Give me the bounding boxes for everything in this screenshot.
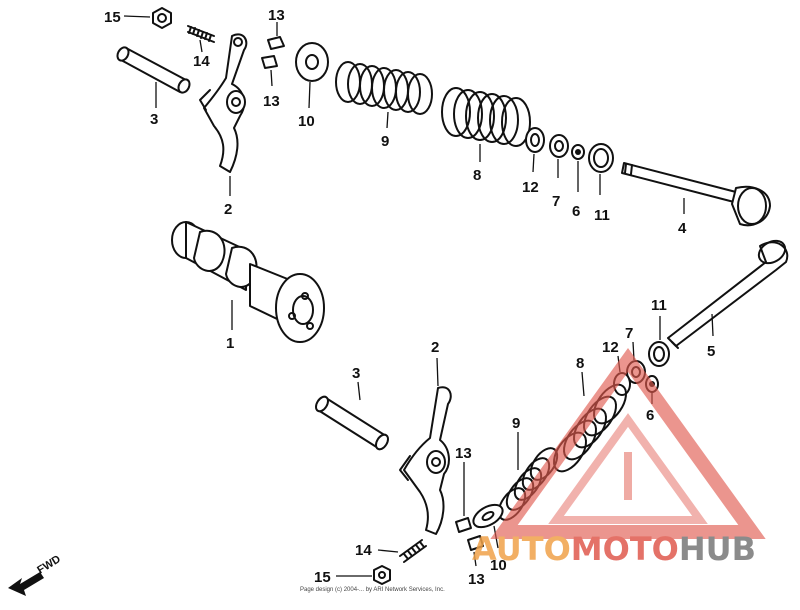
automotohub-watermark: AUTOMOTOHUB	[472, 348, 766, 568]
watermark-hub: HUB	[679, 530, 756, 568]
callout-4: 4	[678, 220, 687, 237]
callout-7-top: 7	[552, 193, 560, 210]
part-12-spring-seat-top	[525, 127, 545, 153]
callout-11-top: 11	[594, 207, 610, 224]
callout-13-top-b: 13	[263, 93, 280, 110]
part-10-spring-retainer-top	[295, 42, 329, 82]
callout-7-lower: 7	[625, 325, 633, 342]
part-2-rocker-arm-lower	[399, 386, 452, 535]
part-11-o-ring-top	[588, 143, 614, 173]
callout-5: 5	[707, 343, 715, 360]
callout-10-lower: 10	[490, 557, 507, 574]
callout-8-lower: 8	[576, 355, 584, 372]
part-5-valve-lower	[667, 239, 789, 349]
part-2-rocker-arm-top	[199, 33, 248, 173]
watermark-text: AUTOMOTOHUB	[472, 530, 756, 568]
copyright-text: Page design (c) 2004-... by ARI Network …	[300, 587, 445, 593]
callout-11-lower: 11	[651, 297, 667, 314]
part-14-adjusting-screw-top	[187, 25, 215, 43]
part-8-outer-spring-top	[441, 87, 531, 147]
part-14-adjusting-screw-lower	[399, 539, 427, 563]
part-15-nut-lower	[373, 565, 391, 585]
part-13-cotters-lower	[455, 517, 484, 551]
callout-13-lower-b: 13	[468, 571, 485, 588]
part-7-washer-top	[549, 134, 569, 158]
callout-15-top: 15	[104, 9, 121, 26]
watermark-triangle-logo	[490, 348, 766, 539]
callout-6-lower: 6	[646, 407, 654, 424]
callout-2-lower: 2	[431, 339, 439, 356]
callout-6-top: 6	[572, 203, 580, 220]
part-13-cotters-top	[261, 36, 285, 69]
callout-2-top: 2	[224, 201, 232, 218]
callout-1: 1	[226, 335, 234, 352]
part-11-o-ring-lower	[648, 341, 670, 367]
callout-13-top-a: 13	[268, 7, 285, 24]
callout-10-top: 10	[298, 113, 315, 130]
watermark-moto: MOTO	[571, 530, 679, 568]
callout-8-top: 8	[473, 167, 481, 184]
part-3-rocker-shaft-lower	[315, 395, 389, 451]
callout-9-top: 9	[381, 133, 389, 150]
part-1-camshaft	[171, 221, 325, 343]
part-4-valve-upper	[621, 162, 771, 227]
part-10-spring-retainer-lower	[472, 503, 504, 529]
callout-12-top: 12	[522, 179, 539, 196]
watermark-auto: AUTO	[472, 530, 571, 568]
callout-14-top: 14	[193, 53, 210, 70]
part-6-stem-seal-top	[571, 144, 585, 160]
callout-13-lower-a: 13	[455, 445, 472, 462]
part-9-inner-spring-top	[335, 61, 433, 115]
callout-9-lower: 9	[512, 415, 520, 432]
callout-3-top: 3	[150, 111, 158, 128]
part-3-rocker-shaft-top	[116, 46, 191, 94]
callout-3-lower: 3	[352, 365, 360, 382]
part-15-nut-top	[152, 7, 172, 29]
callout-15-lower: 15	[314, 569, 331, 586]
forward-arrow-icon: FWD	[8, 553, 63, 596]
fwd-label: FWD	[35, 553, 63, 576]
callout-14-lower: 14	[355, 542, 372, 559]
callout-12-lower: 12	[602, 339, 619, 356]
